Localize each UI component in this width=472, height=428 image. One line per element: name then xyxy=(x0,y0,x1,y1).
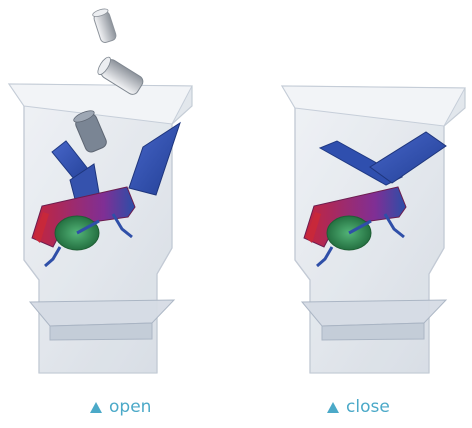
open-diagram xyxy=(9,7,192,373)
triangle-up-icon xyxy=(90,402,102,413)
bottom-tray-front xyxy=(50,323,152,340)
open-caption: open xyxy=(90,397,151,417)
bottom-tray xyxy=(302,300,446,326)
falling-can-top xyxy=(92,7,117,43)
bottom-tray xyxy=(30,300,174,326)
bottom-tray-front xyxy=(322,323,424,340)
close-caption: close xyxy=(327,397,390,417)
triangle-up-icon xyxy=(327,402,339,413)
close-diagram xyxy=(282,86,465,373)
open-caption-text: open xyxy=(109,397,151,417)
close-caption-text: close xyxy=(346,397,390,417)
